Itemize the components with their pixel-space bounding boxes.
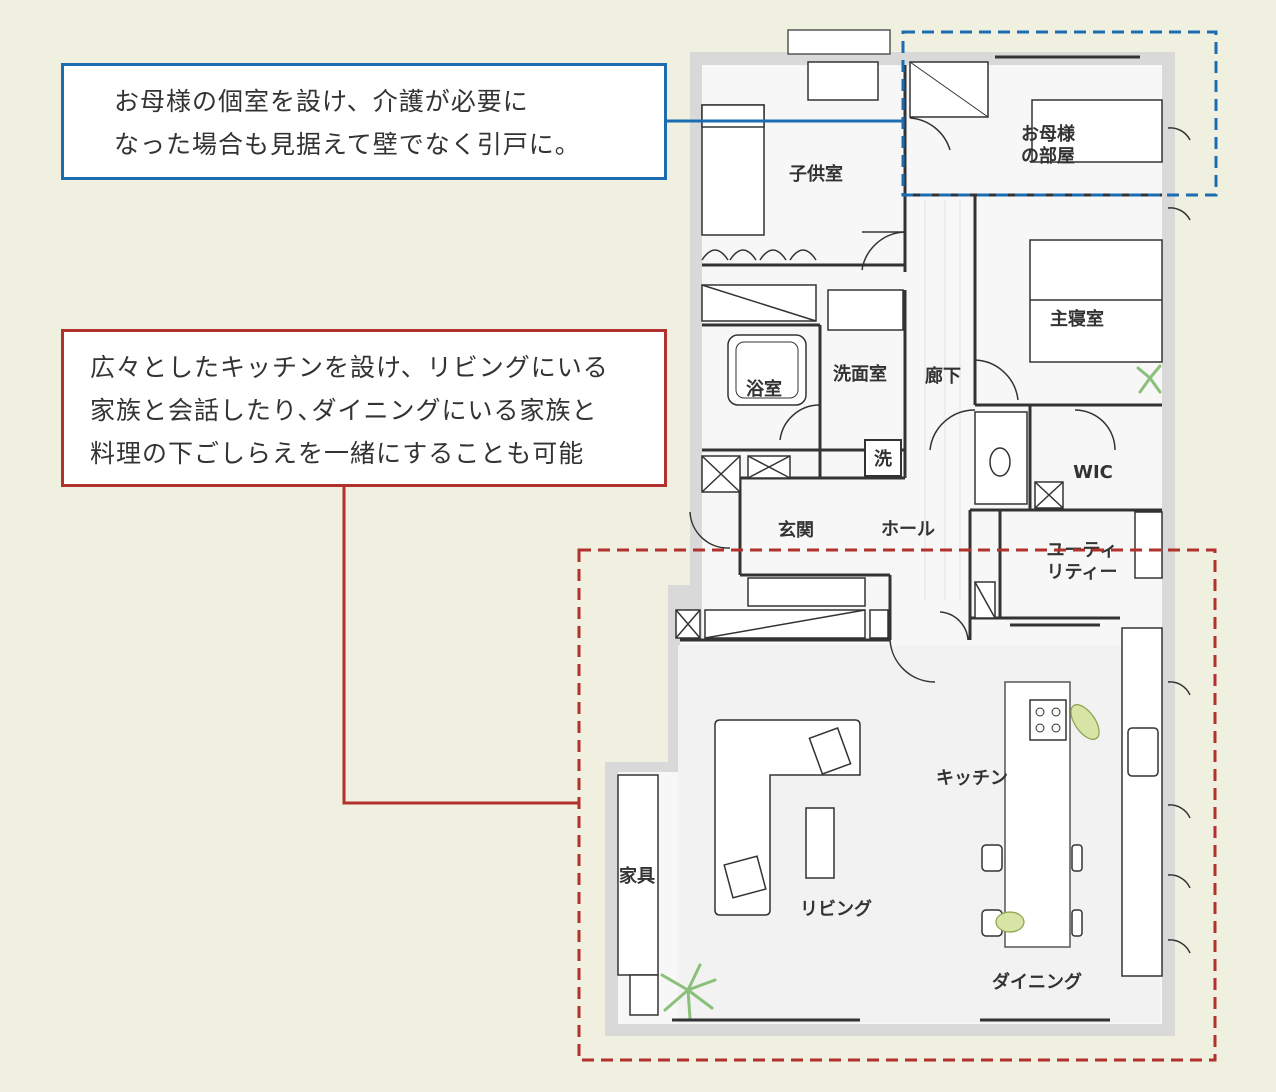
- balcony: [787, 29, 891, 55]
- utility-label-2: リティー: [1047, 562, 1118, 583]
- mother-room-callout: お母様の個室を設け、介護が必要に なった場合も見据えて壁でなく引戸に。: [61, 63, 667, 180]
- door-swings: [689, 117, 1191, 954]
- windows: [672, 55, 1140, 1022]
- shoe-cabinet: [747, 577, 866, 607]
- hallway-label: 廊下: [925, 365, 961, 387]
- hallway-grid: [924, 200, 961, 600]
- mother-room-label-2: の部屋: [1021, 145, 1075, 167]
- beds: [701, 99, 1163, 363]
- coffee-table: [805, 807, 835, 879]
- person-icon: [995, 704, 1100, 933]
- toilet: [989, 447, 1011, 477]
- bathtub: [727, 334, 807, 406]
- mother-room-label-1: お母様: [1021, 123, 1076, 145]
- utility-counter: [1134, 511, 1163, 579]
- furniture-label: 家具: [619, 865, 655, 887]
- callout-line: なった場合も見据えて壁でなく引戸に。: [114, 130, 581, 159]
- master-bedroom-label: 主寝室: [1050, 308, 1104, 330]
- callout-line: 家族と会話したり､ダイニングにいる家族と: [90, 396, 598, 425]
- sofa: [714, 719, 861, 916]
- kitchen-callout: 広々としたキッチンを設け、リビングにいる 家族と会話したり､ダイニングにいる家族…: [61, 329, 667, 487]
- callout-line: お母様の個室を設け、介護が必要に: [114, 87, 529, 116]
- hall-label: ホール: [881, 519, 935, 540]
- furniture-cabinet: [617, 774, 659, 976]
- stove: [1029, 699, 1067, 741]
- plant-icon: [660, 364, 1162, 1020]
- washer-label: 洗: [874, 448, 892, 470]
- living-label: リビング: [800, 898, 872, 920]
- sink: [1127, 727, 1159, 777]
- bathroom-label: 浴室: [746, 378, 782, 400]
- dining-label: ダイニング: [992, 971, 1082, 993]
- entrance-label: 玄関: [778, 519, 814, 541]
- kids-room-label: 子供室: [789, 163, 843, 185]
- washroom-label: 洗面室: [833, 363, 887, 385]
- wic-label: WIC: [1073, 462, 1113, 483]
- dining-chairs: [981, 844, 1083, 937]
- ldk-highlight: [577, 548, 1217, 1062]
- kitchen-label: キッチン: [936, 768, 1008, 789]
- mother-room-highlight: [901, 30, 1218, 197]
- back-counter: [1121, 627, 1163, 977]
- closets: [675, 284, 1064, 639]
- callout-line: 料理の下ごしらえを一緒にすることも可能: [90, 439, 585, 468]
- ldk-leader: [342, 487, 579, 805]
- washbasin: [827, 289, 904, 331]
- desk: [807, 61, 879, 101]
- washing-machine: [864, 439, 902, 477]
- callout-line: 広々としたキッチンを設け、リビングにいる: [90, 353, 609, 382]
